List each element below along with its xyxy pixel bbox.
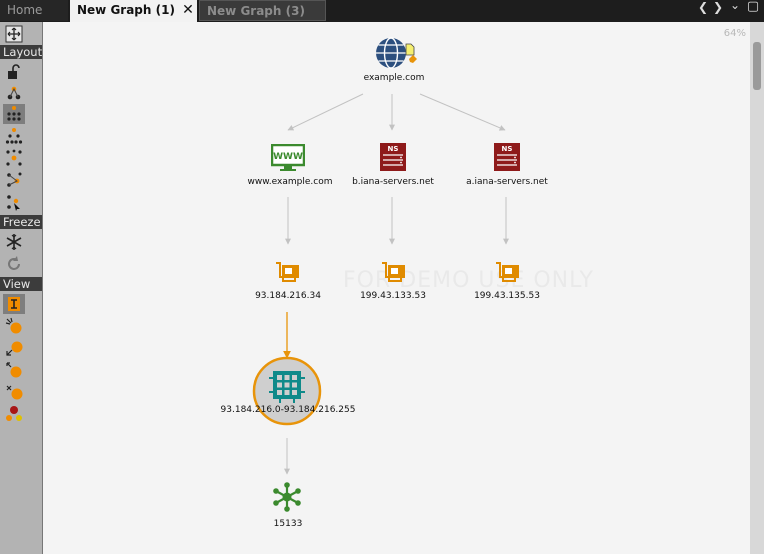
freeze-section-label: Freeze [0, 215, 42, 229]
refresh-button[interactable] [3, 254, 25, 274]
network-card-icon [382, 262, 405, 282]
netblock-icon [252, 356, 322, 426]
tab-new-graph-1[interactable]: New Graph (1) ✕ [70, 0, 197, 22]
nameserver-icon: NS [494, 143, 520, 171]
zoom-level: 64% [723, 28, 746, 39]
svg-text:WWW: WWW [273, 152, 303, 162]
network-card-icon [496, 262, 519, 282]
watermark-text: FOR DEMO USE ONLY [343, 268, 594, 293]
scrollbar-thumb[interactable] [753, 42, 761, 90]
domain-node-label: example.com [363, 73, 425, 83]
ip-node-2[interactable] [381, 262, 405, 288]
domain-node[interactable] [375, 36, 419, 76]
sidebar: Layout [0, 22, 43, 554]
nameserver-a-node[interactable]: NS [493, 142, 521, 176]
block-layout-button[interactable] [3, 104, 25, 124]
tab-home[interactable]: Home [0, 0, 68, 21]
freeze-button[interactable] [3, 232, 25, 252]
unlock-layout-button[interactable] [3, 62, 25, 82]
normal-view-icon [8, 297, 20, 311]
node-size-incoming-button[interactable] [3, 316, 25, 336]
layout-section-label: Layout [0, 45, 42, 59]
view-section-label: View [0, 277, 42, 291]
links-size-icon [6, 362, 22, 378]
netblock-node[interactable] [252, 355, 322, 431]
ip-node-2-label: 199.43.133.53 [360, 291, 426, 301]
ip-node-3[interactable] [495, 262, 519, 288]
website-node-label: www.example.com [247, 177, 333, 187]
edge-domain-www[interactable] [287, 93, 364, 131]
website-icon: WWW [270, 143, 306, 171]
chevron-down-icon[interactable]: ⌄ [729, 0, 741, 12]
netblock-node-label: 93.184.216.0-93.184.216.255 [220, 405, 356, 415]
as-node[interactable] [272, 482, 302, 516]
layout-refresh-icon [7, 86, 21, 100]
weight-size-icon [6, 385, 23, 400]
hierarchical-layout-button[interactable] [3, 126, 25, 146]
chevron-left-icon[interactable]: ❮ [697, 0, 709, 14]
globe-icon [376, 37, 417, 69]
tab-new-graph-1-label: New Graph (1) [77, 3, 175, 17]
ip-node-1-label: 93.184.216.34 [255, 291, 321, 301]
node-size-weight-button[interactable] [3, 382, 25, 402]
nameserver-b-label: b.iana-servers.net [352, 177, 434, 187]
nameserver-b-node[interactable]: NS [379, 142, 407, 176]
refresh-layout-button[interactable] [3, 83, 25, 103]
unlock-icon [8, 64, 20, 79]
node-size-links-button[interactable] [3, 360, 25, 380]
tab-new-graph-3[interactable]: New Graph (3) [199, 0, 326, 21]
interactive-layout-button[interactable] [3, 192, 25, 212]
ip-node-1[interactable] [275, 262, 299, 288]
organic-layout-button[interactable] [3, 170, 25, 190]
diverse-descent-button[interactable] [3, 404, 25, 424]
interactive-layout-icon [7, 195, 20, 211]
nameserver-icon: NS [380, 143, 406, 171]
incoming-links-icon [5, 317, 22, 334]
nameserver-a-label: a.iana-servers.net [466, 177, 548, 187]
refresh-icon [8, 256, 20, 270]
fit-view-button[interactable] [3, 24, 25, 44]
node-size-outgoing-button[interactable] [3, 338, 25, 358]
centrality-layout-icon [6, 149, 22, 166]
diverse-descent-icon [6, 406, 22, 421]
edge-domain-ns-a[interactable] [419, 93, 506, 131]
tab-home-label: Home [7, 3, 43, 17]
normal-view-button[interactable] [3, 294, 25, 314]
fit-view-icon [5, 25, 23, 43]
as-node-label: 15133 [273, 519, 303, 529]
network-card-icon [276, 262, 299, 282]
svg-text:NS: NS [388, 145, 399, 153]
ip-node-3-label: 199.43.135.53 [474, 291, 540, 301]
svg-text:NS: NS [502, 145, 513, 153]
tab-new-graph-3-label: New Graph (3) [207, 4, 305, 18]
block-layout-icon [7, 106, 21, 121]
snowflake-icon [6, 234, 22, 250]
graph-canvas[interactable]: 64% FOR DEMO USE ONLY [43, 22, 750, 554]
close-tab-icon[interactable]: ✕ [182, 2, 194, 18]
vertical-scrollbar[interactable] [750, 22, 764, 554]
as-number-icon [273, 482, 301, 512]
organic-layout-icon [7, 172, 22, 187]
website-node[interactable]: WWW [270, 143, 306, 176]
centrality-layout-button[interactable] [3, 148, 25, 168]
outgoing-links-icon [6, 341, 23, 356]
tab-bar: Home New Graph (1) ✕ New Graph (3) ❮ ❯ ⌄… [0, 0, 764, 22]
maximize-icon[interactable]: ▢ [746, 0, 760, 14]
graph-edges [283, 93, 509, 475]
chevron-right-icon[interactable]: ❯ [712, 0, 724, 14]
hierarchy-layout-icon [5, 128, 23, 144]
